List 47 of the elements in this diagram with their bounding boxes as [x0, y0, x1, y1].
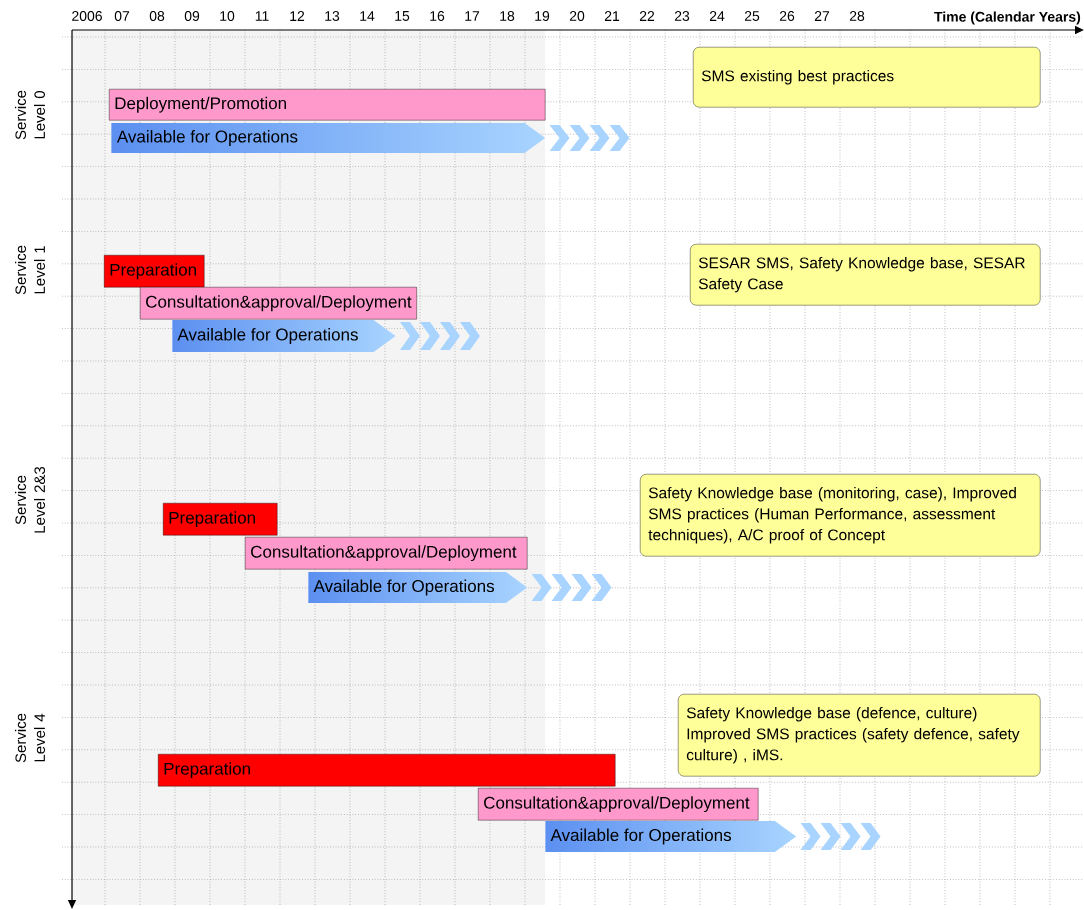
year-label: 2006	[72, 11, 102, 21]
year-label: 08	[149, 11, 165, 21]
phase-bar: Preparation	[163, 503, 278, 536]
phase-bar: Deployment/Promotion	[109, 89, 546, 121]
phase-bar: Preparation	[104, 255, 205, 288]
node-label: Available for Operations	[116, 130, 298, 146]
availability-bar: Available for Operations	[550, 823, 881, 850]
year-label: 24	[709, 11, 725, 21]
note-box: SMS existing best practices	[693, 47, 1041, 108]
node-label: Available for Operations	[550, 828, 732, 845]
year-label: 17	[465, 11, 480, 21]
availability-bar: Available for Operations	[313, 574, 612, 601]
phase-bar: Consultation&approval/Deployment	[140, 287, 417, 320]
year-label: 12	[290, 11, 305, 21]
year-label: 27	[814, 11, 830, 21]
year-label: 11	[255, 11, 269, 21]
year-label: 19	[535, 11, 550, 21]
level-label: Service Level 0	[15, 90, 45, 140]
year-label: 28	[849, 11, 865, 21]
availability-bar: Available for Operations	[116, 125, 630, 151]
year-label: 26	[779, 11, 795, 21]
year-label: 13	[325, 11, 340, 21]
level-label: Service Level 2&3	[15, 466, 45, 533]
year-label: 21	[604, 11, 620, 21]
phase-bar: Consultation&approval/Deployment	[478, 788, 759, 821]
year-label: 23	[674, 11, 690, 21]
year-label: 07	[114, 11, 130, 21]
year-label: 15	[395, 11, 410, 21]
node-label: Available for Operations	[177, 328, 358, 344]
year-label: 10	[220, 11, 235, 21]
axis-title: Time (Calendar Years)	[934, 11, 1081, 25]
availability-bar: Available for Operations	[177, 322, 480, 350]
year-label: 14	[360, 11, 375, 21]
note-box: Safety Knowledge base (defence, culture) Improved SMS practices (safety defence, safety culture) , iMS.	[678, 694, 1041, 777]
year-label: 09	[184, 11, 200, 21]
year-label: 20	[569, 11, 585, 21]
note-box: SESAR SMS, Safety Knowledge base, SESAR Safety Case	[690, 244, 1041, 306]
phase-bar: Preparation	[158, 754, 616, 787]
year-label: 16	[430, 11, 445, 21]
level-label: Service Level 1	[15, 245, 45, 295]
level-label: Service Level 4	[15, 713, 45, 763]
phase-bar: Consultation&approval/Deployment	[245, 537, 528, 570]
note-box: Safety Knowledge base (monitoring, case), Improved SMS practices (Human Performance, assessment techniques), A/C proof of Concept	[640, 474, 1041, 557]
year-label: 25	[744, 11, 760, 21]
node-label: Available for Operations	[313, 579, 495, 596]
year-label: 18	[500, 11, 515, 21]
year-label: 22	[639, 11, 655, 21]
